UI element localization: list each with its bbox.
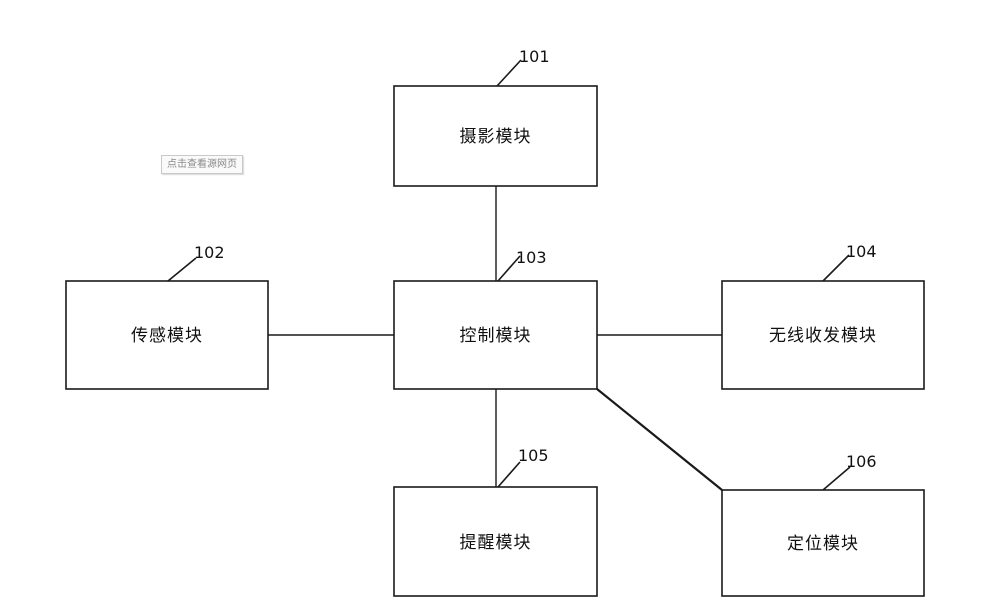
link-control-positioning: [596, 388, 723, 491]
sensor-module-label: 传感模块: [131, 326, 203, 346]
sensor-module: 传感模块: [65, 280, 269, 390]
view-source-link[interactable]: 点击查看源网页: [161, 155, 243, 174]
leader-105: [497, 461, 521, 488]
control-module-label: 控制模块: [460, 326, 532, 346]
leader-101: [496, 59, 522, 87]
control-module: 控制模块: [393, 280, 598, 390]
ref-label-104: 104: [846, 242, 877, 261]
reminder-module: 提醒模块: [393, 486, 598, 597]
positioning-module: 定位模块: [721, 489, 925, 597]
camera-module-label: 摄影模块: [460, 127, 532, 147]
ref-label-102: 102: [194, 243, 225, 262]
camera-module: 摄影模块: [393, 85, 598, 187]
reminder-module-label: 提醒模块: [460, 533, 532, 553]
wireless-module: 无线收发模块: [721, 280, 925, 390]
ref-label-103: 103: [516, 248, 547, 267]
leader-103: [497, 255, 521, 282]
ref-label-105: 105: [518, 446, 549, 465]
ref-label-106: 106: [846, 452, 877, 471]
positioning-module-label: 定位模块: [787, 534, 859, 554]
leader-104: [822, 254, 850, 282]
leader-106: [822, 466, 851, 491]
wireless-module-label: 无线收发模块: [769, 326, 877, 346]
ref-label-101: 101: [519, 47, 550, 66]
leader-102: [167, 257, 197, 282]
